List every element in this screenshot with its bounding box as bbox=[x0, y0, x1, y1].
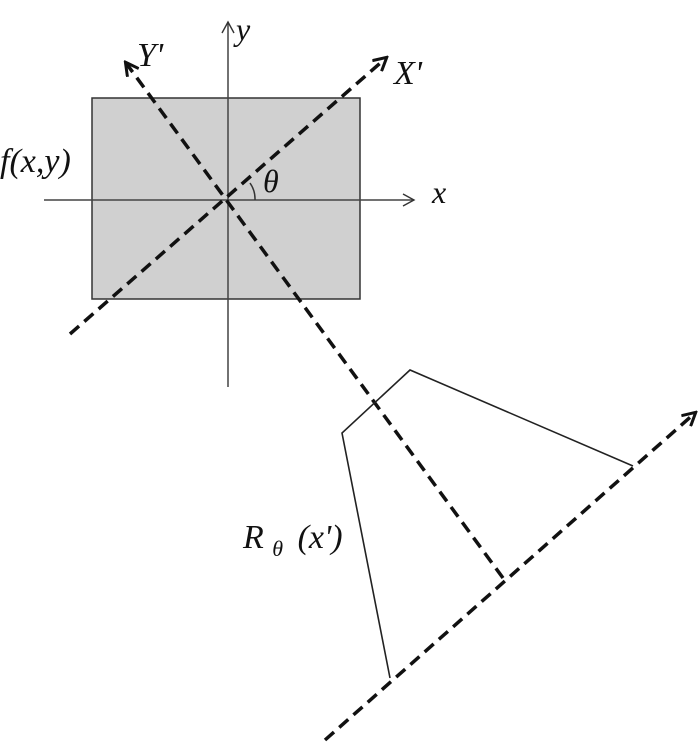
x-prime-axis bbox=[68, 58, 386, 336]
y-prime-label: Y' bbox=[137, 37, 164, 74]
y-axis-label: y bbox=[233, 11, 251, 47]
angle-label: θ bbox=[263, 163, 279, 199]
y-prime-axis bbox=[126, 63, 505, 580]
function-label: f(x,y) bbox=[0, 143, 71, 180]
projection-label-arg: (x') bbox=[298, 519, 343, 556]
x-prime-label: X' bbox=[392, 55, 423, 92]
projection-axis bbox=[323, 413, 695, 742]
object-region bbox=[91, 97, 361, 300]
angle-arc bbox=[249, 182, 256, 201]
projection-profile bbox=[341, 369, 634, 679]
projection-label: R θ (x') bbox=[242, 519, 343, 564]
projection-label-sub: θ bbox=[272, 536, 283, 561]
projection-label-main: R bbox=[242, 519, 264, 556]
x-axis-label: x bbox=[431, 174, 446, 210]
